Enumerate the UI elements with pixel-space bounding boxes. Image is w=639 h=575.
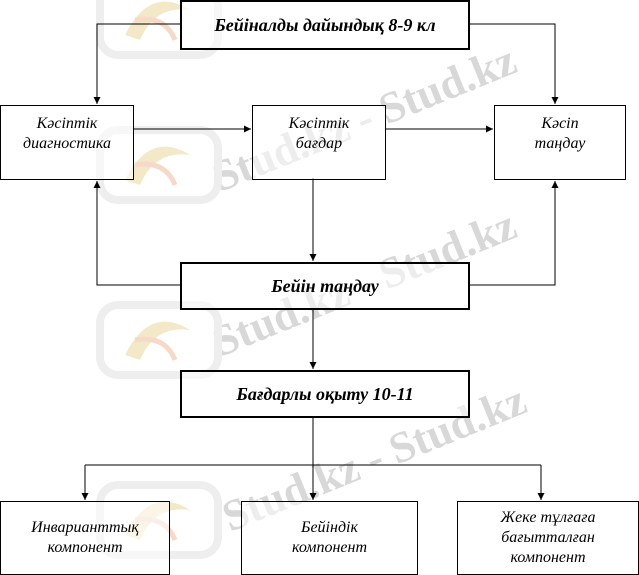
node-invariant-component-label: Инварианттық компонент <box>31 519 139 556</box>
node-personal-component-label: Жеке тұлғаға бағытталған компонент <box>500 509 596 566</box>
node-personal-component: Жеке тұлғаға бағытталған компонент <box>457 501 639 575</box>
node-professional-orientation-label: Кәсіптік бағдар <box>288 115 350 152</box>
edge-preprofile-diagnostics <box>93 23 181 104</box>
edge-profile-choice-career <box>469 181 559 286</box>
node-career-choice-label: Кәсіп таңдау <box>534 115 586 152</box>
edge-profile-choice-diagnostics <box>93 181 181 286</box>
node-invariant-component: Инварианттық компонент <box>0 501 170 575</box>
node-profile-choice-label: Бейін таңдау <box>271 276 379 296</box>
node-professional-orientation: Кәсіптік бағдар <box>252 105 386 180</box>
node-profile-component: Бейіндік компонент <box>241 501 418 575</box>
node-preprofile-preparation: Бейіналды дайындық 8-9 кл <box>180 0 470 50</box>
node-profile-choice: Бейін таңдау <box>180 262 470 310</box>
node-professional-diagnostics: Кәсіптік диагностика <box>0 105 134 180</box>
edge-preprofile-career <box>469 23 559 104</box>
node-career-choice: Кәсіп таңдау <box>494 105 626 180</box>
node-preprofile-preparation-label: Бейіналды дайындық 8-9 кл <box>214 15 436 35</box>
node-profile-component-label: Бейіндік компонент <box>291 519 367 556</box>
node-profile-training-label: Бағдарлы оқыту 10-11 <box>236 384 414 404</box>
node-professional-diagnostics-label: Кәсіптік диагностика <box>22 115 111 152</box>
node-profile-training: Бағдарлы оқыту 10-11 <box>180 370 470 418</box>
